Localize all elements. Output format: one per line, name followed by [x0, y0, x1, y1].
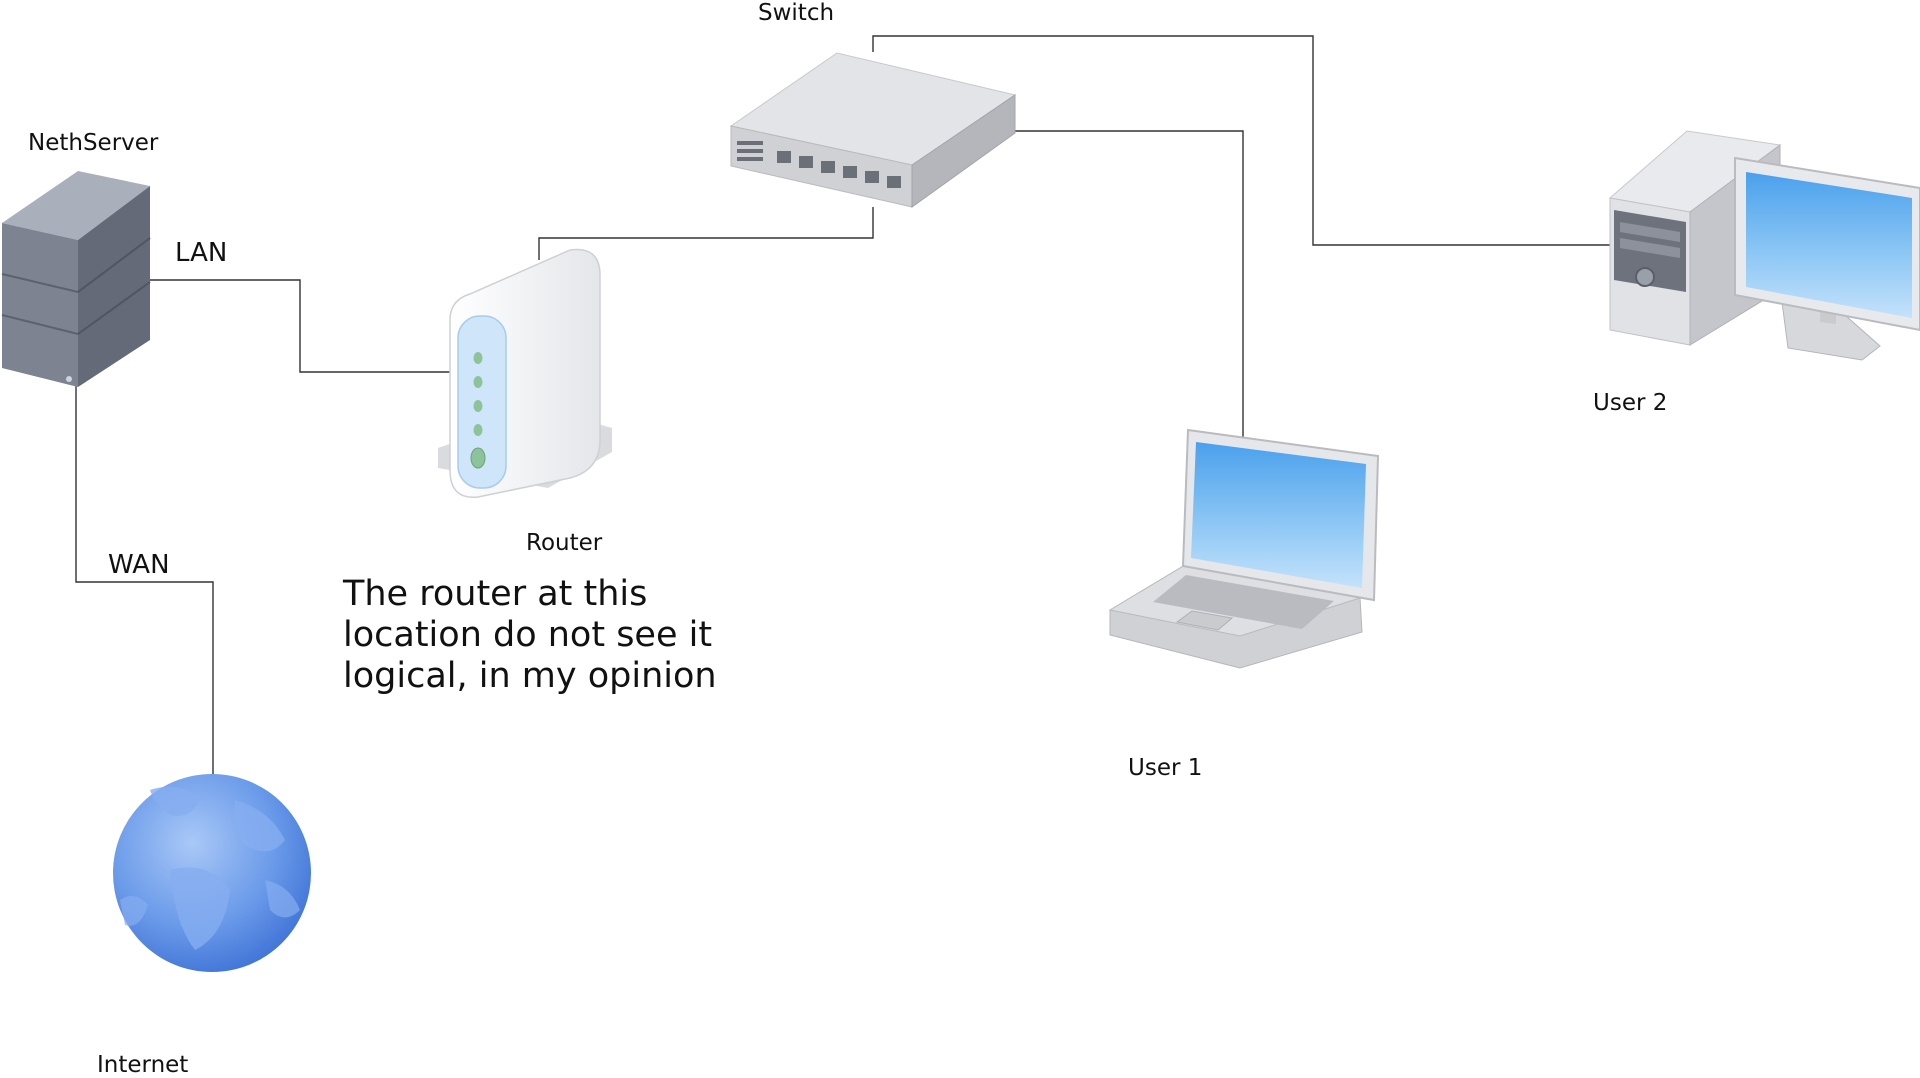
network-switch-icon [729, 52, 1017, 208]
annotation-note: The router at this location do not see i… [343, 574, 717, 696]
user1-label: User 1 [1128, 755, 1203, 781]
wireless-router-icon [438, 248, 612, 498]
user2-label: User 2 [1593, 390, 1668, 416]
lan-label: LAN [175, 238, 228, 268]
connection-lines [75, 35, 1612, 778]
switch-user2-link [872, 35, 1612, 246]
switch-user1-link [1012, 130, 1244, 440]
router-switch-link [538, 207, 874, 260]
internet-label: Internet [97, 1052, 189, 1078]
wan-label: WAN [108, 550, 170, 580]
router-label: Router [526, 530, 603, 556]
lan-link [150, 279, 451, 373]
switch-label: Switch [758, 0, 835, 26]
globe-icon [113, 774, 311, 972]
wan-link [75, 385, 214, 778]
laptop-icon [1108, 428, 1380, 669]
server-label: NethServer [28, 130, 159, 156]
desktop-computer-icon [1608, 130, 1920, 361]
server-tower-icon [1, 171, 151, 387]
